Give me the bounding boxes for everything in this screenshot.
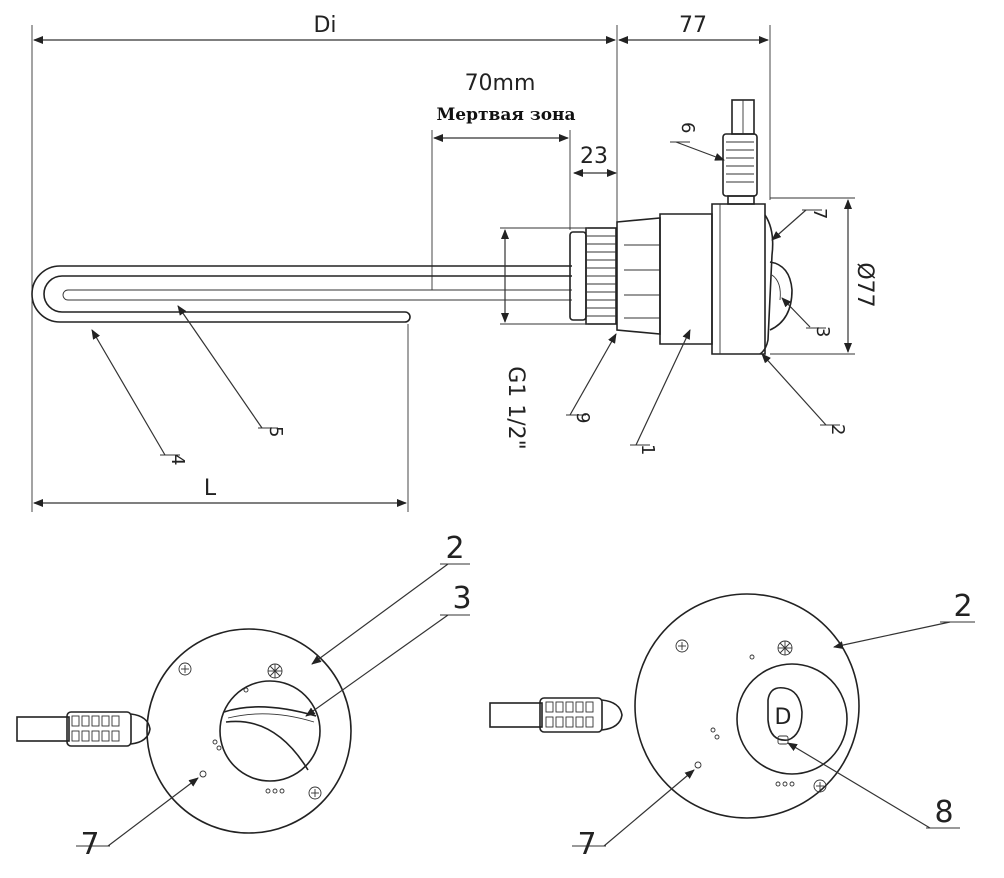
right-ref-7: 7 <box>577 827 596 862</box>
ref-3: 3 <box>812 326 833 337</box>
ref-9: 9 <box>572 412 593 423</box>
threaded-nipple <box>569 227 617 325</box>
dimension-23: 23 <box>573 144 617 177</box>
knob-letter: D <box>775 705 792 730</box>
right-ref-8: 8 <box>934 795 953 830</box>
end-view-right: D 2 8 7 <box>489 589 975 862</box>
end-view-left: 2 3 7 <box>16 531 472 862</box>
ref-2: 2 <box>827 424 848 435</box>
dimension-thread-label: G1 1/2" <box>503 366 528 450</box>
left-ref-2: 2 <box>445 531 464 566</box>
ref-4: 4 <box>167 454 188 465</box>
control-knob <box>219 680 321 782</box>
left-ref-3: 3 <box>452 581 471 616</box>
right-ref-2: 2 <box>953 589 972 624</box>
housing-body <box>659 203 793 355</box>
hex-nut <box>616 217 661 335</box>
snowflake-icon <box>777 640 793 656</box>
dimension-diameter-label: Ø77 <box>852 262 877 307</box>
cable-gland <box>722 99 758 205</box>
ref-5: 5 <box>265 426 286 437</box>
dead-zone-note: Мертвая зона <box>436 105 575 125</box>
heating-tube <box>31 265 572 323</box>
dimension-dead-zone-label: 70mm <box>465 71 536 96</box>
dimension-di: Di <box>31 13 618 300</box>
dimension-l-label: L <box>204 476 217 501</box>
dimension-thread: G1 1/2" <box>500 227 588 450</box>
dimension-77: 77 <box>618 13 771 200</box>
dimension-dead-zone: 70mm Мертвая зона <box>431 71 576 290</box>
dimension-di-label: Di <box>313 13 336 38</box>
dimension-l: L <box>31 300 409 512</box>
ref-1: 1 <box>637 444 658 455</box>
reference-leaders: 4 5 9 1 2 3 7 6 <box>91 122 848 465</box>
dimension-77-label: 77 <box>679 13 707 38</box>
left-ref-7: 7 <box>80 827 99 862</box>
ref-7: 7 <box>809 208 830 219</box>
d-knob: D <box>767 686 803 745</box>
ref-6: 6 <box>677 122 698 133</box>
dimension-23-label: 23 <box>580 144 608 169</box>
dimension-diameter: Ø77 <box>770 197 877 355</box>
side-view: Di 77 70mm Мертвая зона 23 <box>31 13 877 512</box>
snowflake-icon <box>267 663 283 679</box>
